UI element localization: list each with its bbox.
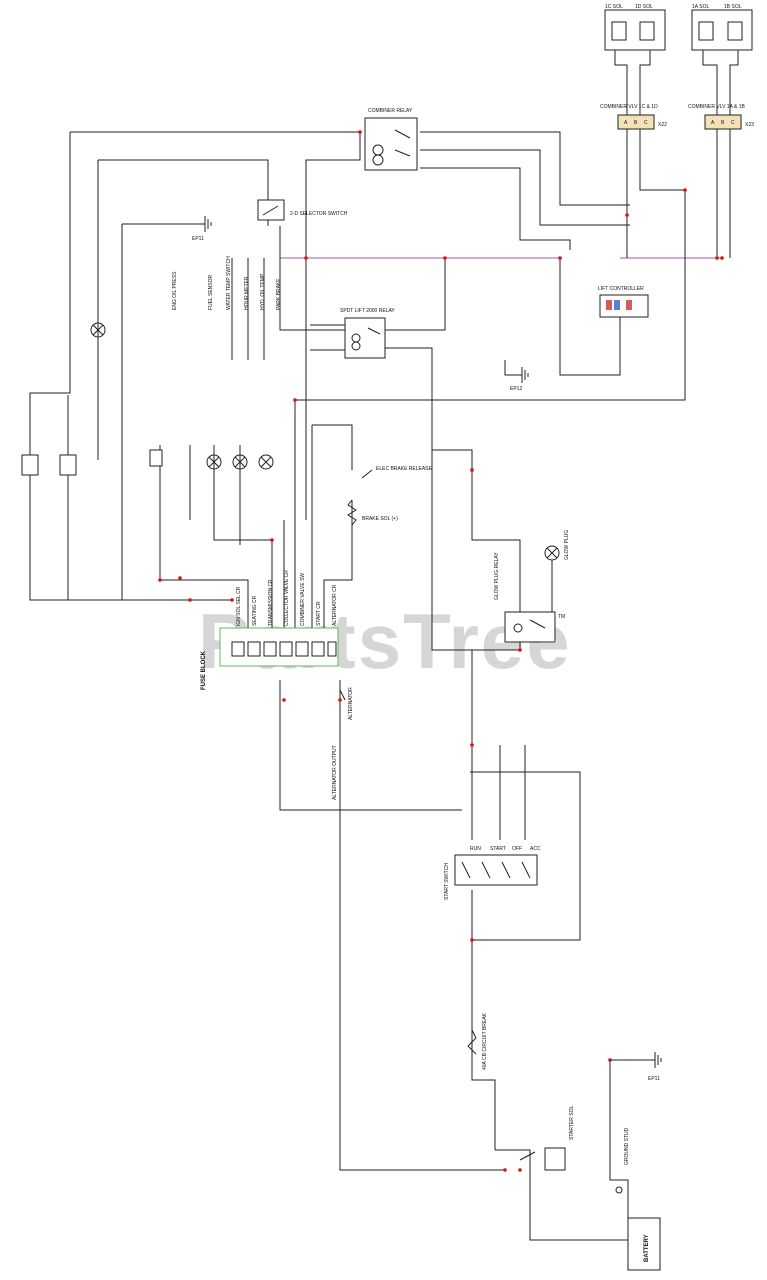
sol-1b-label: 1B SOL	[724, 4, 742, 10]
lift-controller-label: LIFT CONTROLLER	[598, 286, 644, 292]
switch-pos-0: RUN	[470, 846, 481, 852]
sensor-label-4: HYD. OIL TEMP	[260, 273, 266, 310]
sol-1c-label: 1C SOL	[605, 4, 623, 10]
pin-a: A	[711, 120, 715, 126]
fuse-label-2: TRANSMISSION CR	[268, 579, 274, 626]
combiner-relay-label: COMBINER RELAY	[368, 108, 413, 114]
pin-a: A	[624, 120, 628, 126]
selector-switch-label: 2-D SELECTOR SWITCH	[290, 211, 348, 217]
switch-pos-1: START	[490, 846, 506, 852]
elec-brake-label: ELEC BRAKE RELEASE	[376, 466, 433, 472]
sensor-label-3: HOUR METER	[244, 276, 250, 310]
brake-sol-label: BRAKE SOL (+)	[362, 516, 398, 522]
fuse-label-3: COLLECTOR VALVE CR	[284, 570, 290, 626]
fuse-label-6: ALTERNATOR CR	[332, 584, 338, 626]
start-switch-label: START SWITCH	[444, 863, 450, 900]
combiner-valve-ab-connector: A B C COMBINER VLV 1A & 1B X23	[688, 90, 754, 152]
x23-label: X23	[745, 122, 754, 128]
pin-b: B	[634, 120, 638, 126]
combiner-relay: COMBINER RELAY	[364, 108, 418, 171]
sensors: ENG OIL PRESS FUEL SENSOR WATER TEMP SWI…	[172, 256, 282, 470]
ep12-label: EP12	[510, 386, 522, 392]
glow-plug-label: GLOW PLUG	[564, 530, 570, 560]
alternator: ALTERNATOR ALTERNATOR OUTPUT	[332, 687, 354, 800]
pin-b: B	[721, 120, 725, 126]
starter-sol-label: STARTER SOL	[569, 1106, 575, 1140]
glow-plug: GLOW PLUG	[544, 530, 570, 561]
glow-plug-relay: GLOW PLUG RELAY	[494, 552, 556, 643]
ground-ep11-top: EP11	[190, 216, 212, 242]
x22-label: X22	[658, 122, 667, 128]
sensor-label-2: WATER TEMP SWITCH	[226, 256, 232, 310]
fuse-label-4: COMBINER VALVE SW	[300, 573, 306, 626]
sol-1d-label: 1D SOL	[635, 4, 653, 10]
seat-selector-switch: 2-D SELECTOR SWITCH	[257, 199, 348, 221]
alternator-output-label: ALTERNATOR OUTPUT	[332, 745, 338, 800]
junction-dots	[158, 130, 724, 1172]
fuse-label-5: START CR	[316, 601, 322, 626]
spdt-relay-label: SPDT LIFT 2000 RELAY	[340, 308, 395, 314]
switch-pos-3: ACC	[530, 846, 541, 852]
sensor-label-1: FUEL SENSOR	[208, 275, 214, 310]
ground-ep12: EP12	[504, 360, 529, 392]
glow-relay-label: GLOW PLUG RELAY	[494, 552, 500, 600]
ground-stud-label: GROUND STUD	[624, 1127, 630, 1165]
fuse-block-label: FUSE BLOCK	[201, 650, 207, 690]
sol-1a-label: 1A SOL	[692, 4, 709, 10]
circuit-breaker: 40A CB CIRCUIT BREAK	[467, 1012, 488, 1070]
solenoid-1a-1b: 1A SOL 1B SOL	[691, 4, 753, 90]
brake-solenoid: BRAKE SOL (+) ELEC BRAKE RELEASE	[347, 466, 433, 526]
spdt-lift-relay: SPDT LIFT 2000 RELAY	[340, 308, 395, 359]
combiner-cd-label: COMBINER VLV 1C & 1D	[600, 104, 658, 110]
ground-ep11-bottom: EP11	[610, 1052, 662, 1082]
start-switch: RUN START OFF ACC START SWITCH	[444, 846, 541, 900]
circuit-break-label: 40A CB CIRCUIT BREAK	[482, 1012, 488, 1070]
sensor-label-5: PARK BRAKE	[276, 278, 282, 310]
lift-controller: LIFT CONTROLLER	[598, 286, 649, 318]
fuse-label-0: IGN SOL SEL CR	[236, 586, 242, 626]
ep11-top-label: EP11	[192, 236, 204, 242]
ground-stud: GROUND STUD	[615, 1127, 630, 1194]
starter-solenoid: STARTER SOL	[519, 1106, 575, 1171]
ep11-bottom-label: EP11	[648, 1076, 660, 1082]
watermark-tm: TM	[558, 614, 565, 620]
sensor-label-0: ENG OIL PRESS	[172, 271, 178, 310]
pin-c: C	[731, 120, 735, 126]
left-loads	[21, 322, 163, 600]
switch-pos-2: OFF	[512, 846, 522, 852]
fuse-label-1: SEATING CR	[252, 595, 258, 626]
combiner-valve-cd-connector: A B C COMBINER VLV 1C & 1D X22	[600, 90, 667, 152]
alternator-label: ALTERNATOR	[348, 687, 354, 720]
wire-network	[29, 131, 731, 1241]
combiner-ab-label: COMBINER VLV 1A & 1B	[688, 104, 746, 110]
solenoid-1c-1d: 1C SOL 1D SOL	[604, 4, 666, 90]
fuse-block: FUSE BLOCK IGN SOL SEL CR SEATING CR TRA…	[201, 570, 339, 690]
pin-c: C	[644, 120, 648, 126]
battery: BATTERY	[627, 1217, 661, 1271]
battery-label: BATTERY	[644, 1234, 650, 1262]
